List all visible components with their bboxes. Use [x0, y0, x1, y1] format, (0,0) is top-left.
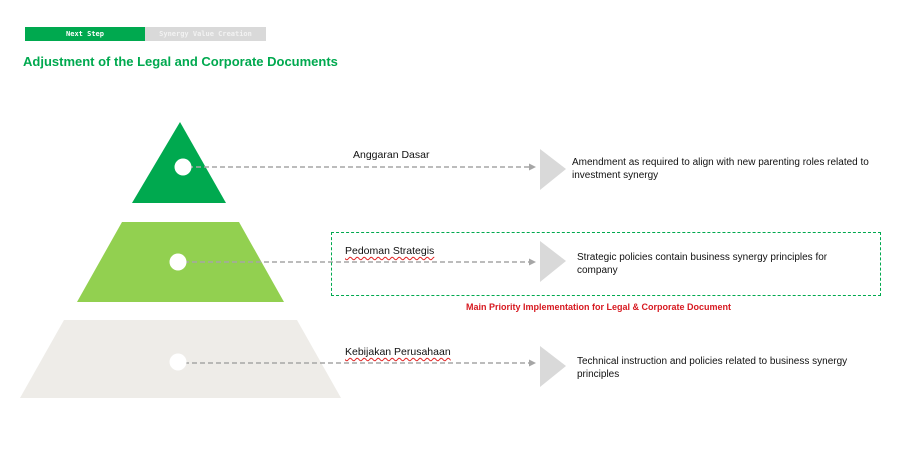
level-label-anggaran-dasar: Anggaran Dasar	[353, 149, 430, 161]
tab-synergy-value-creation[interactable]: Synergy Value Creation	[145, 27, 266, 41]
level-description-pedoman-strategis: Strategic policies contain business syne…	[577, 252, 828, 276]
step-tabs: Next Step Synergy Value Creation	[25, 27, 266, 41]
chevron-arrow-middle	[540, 241, 566, 282]
tier-dot-middle	[169, 253, 187, 271]
tier-dot-top	[174, 158, 192, 176]
level-label-pedoman-strategis: Pedoman Strategis	[345, 245, 435, 257]
chevron-arrow-bottom	[540, 346, 566, 387]
page-title: Adjustment of the Legal and Corporate Do…	[23, 54, 338, 69]
tier-dot-bottom	[169, 353, 187, 371]
level-description-kebijakan-perusahaan: Technical instruction and policies relat…	[577, 356, 848, 380]
chevron-arrow-top	[540, 149, 566, 190]
main-priority-box	[331, 232, 881, 296]
level-label-kebijakan-perusahaan: Kebijakan Perusahaan	[345, 346, 451, 358]
level-description-anggaran-dasar: Amendment as required to align with new …	[572, 157, 869, 181]
connector-bottom-head	[529, 359, 536, 367]
main-priority-caption: Main Priority Implementation for Legal &…	[466, 302, 732, 312]
connector-top-head	[529, 163, 536, 171]
tab-next-step[interactable]: Next Step	[25, 27, 145, 41]
connector-middle-head	[529, 258, 536, 266]
